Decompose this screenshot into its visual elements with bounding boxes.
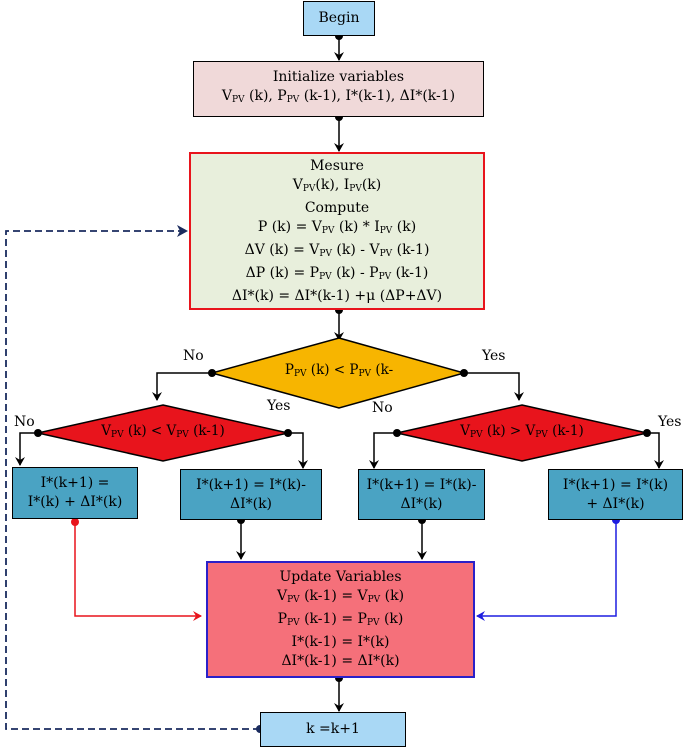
- update-line-2: VPV (k-1) = VPV (k): [276, 588, 405, 605]
- increment-label: k =k+1: [306, 721, 360, 737]
- label-p-no: No: [183, 348, 204, 364]
- update-line-4: I*(k-1) = I*(k): [291, 634, 390, 650]
- dot-right-yes: [643, 429, 651, 437]
- edge-right-yes: [647, 432, 664, 469]
- decision-v-right-shape: [396, 404, 648, 462]
- begin-node: Begin: [303, 1, 375, 36]
- init-line-2: VPV (k), PPV (k-1), I*(k-1), ΔI*(k-1): [221, 88, 456, 105]
- action-4-line-1: I*(k+1) = I*(k): [562, 476, 669, 493]
- edge-decision-no: [152, 372, 212, 401]
- init-node: Initialize variables VPV (k), PPV (k-1),…: [193, 61, 484, 117]
- compute-line-1: Mesure: [310, 157, 364, 174]
- increment-node: k =k+1: [260, 712, 406, 747]
- compute-line-5: ΔV (k) = VPV (k) - VPV (k-1): [244, 241, 430, 259]
- action-3-line-1: I*(k+1) = I*(k)-: [366, 476, 477, 493]
- action-4-line-2: + ΔI*(k): [586, 495, 645, 512]
- edge-left-no: [15, 432, 38, 466]
- compute-line-4: P (k) = VPV (k) * IPV (k): [257, 218, 417, 236]
- decision-v-left-shape: [37, 404, 289, 462]
- update-line-3: PPV (k-1) = PPV (k): [277, 611, 404, 628]
- label-right-yes: Yes: [658, 414, 682, 430]
- update-line-1: Update Variables: [279, 569, 402, 585]
- action-1-line-2: I*(k) + ΔI*(k): [27, 494, 123, 510]
- update-node: Update Variables VPV (k-1) = VPV (k) PPV…: [206, 561, 475, 678]
- connectors: [15, 36, 664, 712]
- action-2-line-2: ΔI*(k): [229, 495, 273, 512]
- begin-label: Begin: [318, 10, 360, 26]
- action-3-line-2: ΔI*(k): [400, 495, 443, 512]
- decision-v-left-label: VPV (k) < VPV (k-1): [101, 423, 225, 440]
- init-line-1: Initialize variables: [272, 69, 405, 85]
- action-2-line-1: I*(k+1) = I*(k)-: [196, 476, 306, 493]
- compute-line-2: VPV(k), IPV(k): [292, 176, 382, 194]
- dot-decision-no: [208, 369, 216, 377]
- action-node-3: I*(k+1) = I*(k)- ΔI*(k): [358, 469, 485, 520]
- dot-right-no: [393, 429, 401, 437]
- compute-node: Mesure VPV(k), IPV(k) Compute P (k) = VP…: [189, 152, 485, 310]
- action-node-2: I*(k+1) = I*(k)- ΔI*(k): [180, 469, 322, 520]
- label-p-yes: Yes: [482, 348, 506, 364]
- label-left-no: No: [14, 414, 35, 430]
- label-left-yes: Yes: [267, 398, 291, 414]
- decision-p-label: PPV (k) < PPV (k-: [284, 362, 394, 379]
- dot-decision-yes: [460, 369, 468, 377]
- compute-line-3: Compute: [304, 199, 370, 216]
- compute-line-6: ΔP (k) = PPV (k) - PPV (k-1): [245, 264, 429, 282]
- action-1-line-1: I*(k+1) =: [40, 475, 110, 491]
- edge-decision-yes: [464, 372, 524, 401]
- dot-act1: [71, 518, 79, 526]
- action-node-4: I*(k+1) = I*(k) + ΔI*(k): [548, 469, 683, 520]
- compute-line-7: ΔI*(k) = ΔI*(k-1) +μ (ΔP+ΔV): [231, 287, 443, 304]
- decision-v-right-label: VPV (k) > VPV (k-1): [460, 423, 584, 440]
- edge-left-yes: [288, 432, 308, 469]
- decision-p-shape: [209, 337, 467, 409]
- update-line-5: ΔI*(k-1) = ΔI*(k): [281, 653, 400, 669]
- edge-act1-update: [74, 522, 202, 621]
- edge-right-no: [369, 432, 397, 469]
- dot-left-no: [34, 429, 42, 437]
- edge-loop-back: [5, 225, 260, 730]
- action-node-1: I*(k+1) = I*(k) + ΔI*(k): [12, 467, 138, 519]
- label-right-no: No: [372, 400, 393, 416]
- dot-left-yes: [284, 429, 292, 437]
- edge-act4-update: [476, 520, 617, 621]
